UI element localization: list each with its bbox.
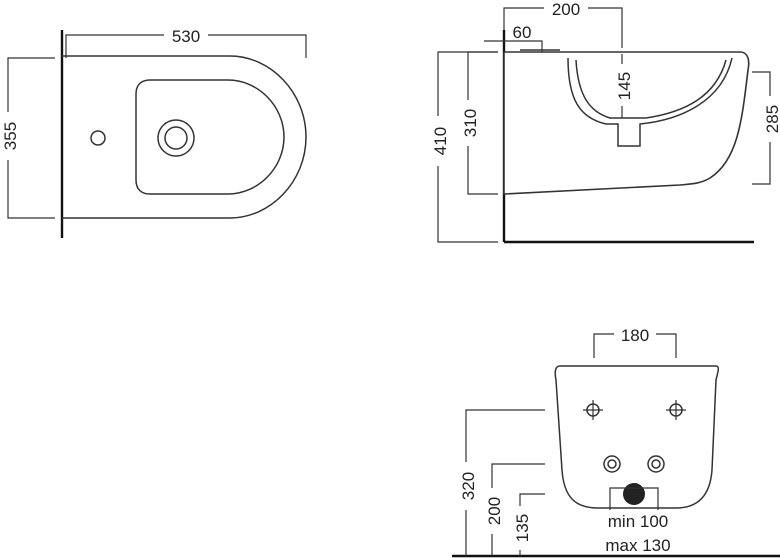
dim-line-60	[484, 40, 543, 52]
dim-line-180-left	[593, 333, 614, 358]
dim-line-285-top	[752, 71, 771, 96]
dim-line-355-bottom	[7, 160, 55, 219]
dim-label-200-front: 200	[485, 497, 504, 525]
dim-label-60: 60	[513, 23, 532, 42]
dim-label-410: 410	[431, 127, 450, 155]
dim-label-145: 145	[615, 72, 634, 100]
front-view: 180 320 200 135 min 100 max 130	[452, 326, 780, 558]
dim-label-320: 320	[459, 472, 478, 500]
dim-line-320-top	[465, 409, 545, 462]
front-view-waste-outlet	[623, 483, 645, 505]
front-view-supply-hole-left-inner	[607, 459, 617, 469]
dim-line-530	[65, 34, 164, 58]
dim-line-355-top	[7, 57, 55, 112]
dim-line-200-right	[588, 7, 623, 48]
top-view-drain-inner	[164, 126, 188, 150]
top-view: 530 355	[1, 27, 307, 238]
dim-label-355: 355	[1, 122, 20, 150]
top-view-drain-outer	[157, 119, 195, 157]
front-view-body-outline	[554, 365, 720, 509]
dim-line-310-top	[467, 51, 498, 100]
front-view-supply-hole-right-inner	[651, 459, 661, 469]
dim-line-285-bottom	[752, 142, 771, 185]
front-view-supply-hole-right	[647, 455, 665, 473]
dim-line-200f-top	[491, 463, 545, 488]
dim-line-410-bottom	[437, 166, 498, 243]
top-view-tap-hole	[90, 130, 106, 146]
top-view-body-outline	[62, 55, 307, 219]
front-view-supply-hole-left	[603, 455, 621, 473]
dim-label-310: 310	[461, 109, 480, 137]
dim-label-530: 530	[172, 27, 200, 46]
dim-label-180: 180	[621, 326, 649, 345]
dim-line-200-left	[503, 7, 544, 30]
side-view-body-outline	[503, 51, 750, 195]
side-view-bowl-outer	[567, 57, 733, 147]
side-view-bowl-inner	[575, 59, 727, 119]
dim-label-285: 285	[763, 105, 780, 133]
front-view-waste-bracket	[609, 487, 659, 510]
dim-line-135-top	[519, 493, 545, 506]
side-view: 200 60 145 410 310 285	[431, 0, 780, 244]
label-min: min 100	[608, 512, 668, 531]
front-view-bolt-left	[583, 400, 603, 420]
front-view-bolt-right	[666, 400, 686, 420]
dim-line-180-right	[656, 333, 677, 358]
dim-label-135: 135	[513, 514, 532, 542]
top-view-bowl-outline	[135, 79, 285, 195]
dim-line-310-bottom	[467, 146, 498, 195]
label-max: max 130	[605, 536, 670, 555]
dim-line-530-right	[208, 34, 307, 58]
dim-label-200: 200	[552, 0, 580, 19]
